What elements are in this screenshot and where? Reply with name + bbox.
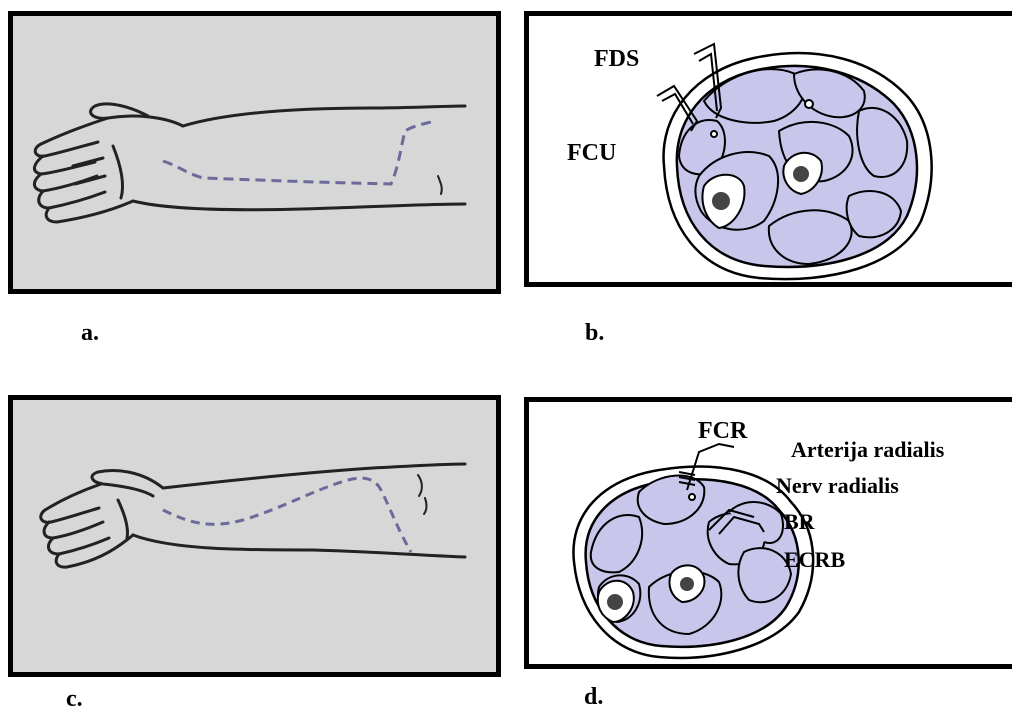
label-ecrb: ECRB bbox=[784, 549, 845, 571]
forearm-illustration-c bbox=[13, 400, 496, 672]
panel-a-forearm-ulnar-incision bbox=[8, 11, 501, 294]
caption-a: a. bbox=[81, 320, 99, 347]
label-fcr: FCR bbox=[698, 419, 747, 443]
panel-d-cross-section-radial: FCR Arterija radialis Nerv radialis BR E… bbox=[524, 397, 1012, 669]
label-fcu: FCU bbox=[567, 141, 616, 165]
label-br: BR bbox=[784, 511, 815, 533]
caption-b: b. bbox=[585, 320, 604, 347]
label-fds: FDS bbox=[594, 47, 639, 71]
forearm-illustration-a bbox=[13, 16, 496, 289]
panel-c-forearm-radial-incision bbox=[8, 395, 501, 677]
panel-b-cross-section-ulnar: FDS FCU bbox=[524, 11, 1012, 287]
label-arterija-radialis: Arterija radialis bbox=[791, 439, 944, 461]
caption-d: d. bbox=[584, 684, 603, 711]
label-nerv-radialis: Nerv radialis bbox=[776, 475, 899, 497]
caption-c: c. bbox=[66, 686, 83, 713]
